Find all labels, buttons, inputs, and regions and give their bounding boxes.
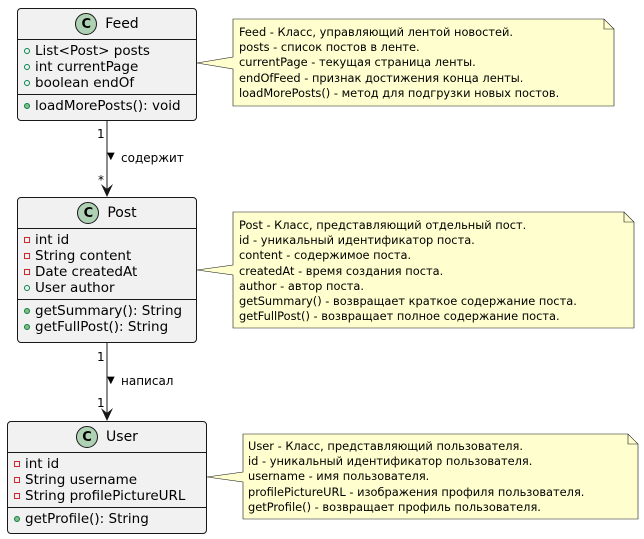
note-line: getSummary() - возвращает краткое содерж… [239, 294, 577, 309]
note-user-shape [206, 433, 639, 520]
field-text: List<Post> posts [35, 43, 150, 59]
field-text: int id [35, 232, 70, 248]
relation-direction-icon: ▼ [107, 151, 115, 162]
note-user-text: User - Класс, представляющий пользовател… [248, 439, 584, 515]
private-visibility-icon [14, 493, 20, 499]
class-user-fields: int id String username String profilePic… [8, 453, 206, 507]
class-user-name: User [106, 429, 138, 445]
class-user[interactable]: C User int id String username String pro… [7, 421, 207, 534]
field-row: int id [8, 456, 206, 472]
class-feed-fields: List<Post> posts int currentPage boolean… [18, 40, 196, 94]
note-line: loadMorePosts() - метод для подгрузки но… [239, 85, 560, 100]
method-row: getFullPost(): String [18, 319, 196, 335]
public-method-icon [24, 103, 30, 109]
field-text: int currentPage [35, 59, 139, 75]
note-line: posts - список постов в ленте. [239, 40, 420, 55]
class-post-methods: getSummary(): String getFullPost(): Stri… [18, 299, 196, 338]
multiplicity-user-end: 1 [97, 396, 105, 410]
public-method-icon [24, 308, 30, 314]
field-text: int id [25, 456, 60, 472]
relation-label-wrote: написал [121, 374, 174, 388]
field-row: String content [18, 248, 196, 264]
method-row: getProfile(): String [8, 511, 206, 527]
note-line: author - автор поста. [239, 278, 364, 293]
field-row: List<Post> posts [18, 43, 196, 59]
class-post-header: C Post [18, 198, 196, 229]
note-line: createdAt - время создания поста. [239, 263, 444, 278]
field-text: boolean endOf [35, 75, 135, 91]
note-post-shape [196, 211, 635, 329]
class-post-fields: int id String content Date createdAt Use… [18, 229, 196, 299]
note-line: id - уникальный идентификатор пользовате… [248, 454, 533, 469]
class-post-name: Post [107, 205, 137, 221]
note-line: content - содержимое поста. [239, 248, 412, 263]
method-row: loadMorePosts(): void [18, 98, 196, 114]
public-visibility-icon [24, 80, 30, 86]
note-line: getFullPost() - возвращает полное содерж… [239, 309, 560, 324]
association-post-user-arrowhead [101, 408, 113, 421]
relation-direction-icon: ▼ [107, 375, 115, 386]
class-stereotype-icon: C [76, 426, 99, 448]
note-line: id - уникальный идентификатор поста. [239, 233, 475, 248]
class-stereotype-icon: C [77, 202, 100, 224]
note-feed-text: Feed - Класс, управляющий лентой новосте… [239, 25, 559, 101]
field-text: String content [35, 248, 132, 264]
field-text: String profilePictureURL [25, 488, 186, 504]
field-text: String username [25, 472, 138, 488]
field-row: int currentPage [18, 59, 196, 75]
private-visibility-icon [24, 269, 30, 275]
class-user-header: C User [8, 422, 206, 453]
class-feed[interactable]: C Feed List<Post> posts int currentPage … [17, 8, 197, 121]
private-visibility-icon [24, 237, 30, 243]
field-row: int id [18, 232, 196, 248]
note-feed-shape [196, 18, 615, 107]
public-visibility-icon [24, 285, 30, 291]
field-row: Date createdAt [18, 264, 196, 280]
note-line: username - имя пользователя. [248, 469, 430, 484]
note-line: endOfFeed - признак достижения конца лен… [239, 70, 524, 85]
note-line: getProfile() - возвращает профиль пользо… [248, 499, 541, 514]
association-feed-post-arrowhead [101, 184, 113, 197]
class-stereotype-icon: C [75, 13, 98, 35]
field-text: User author [35, 280, 115, 296]
note-line: User - Класс, представляющий пользовател… [248, 439, 523, 453]
method-text: getProfile(): String [25, 511, 149, 527]
private-visibility-icon [24, 253, 30, 259]
field-row: User author [18, 280, 196, 296]
multiplicity-feed-end: 1 [97, 127, 105, 141]
method-row: getSummary(): String [18, 303, 196, 319]
method-text: loadMorePosts(): void [35, 98, 181, 114]
field-row: String username [8, 472, 206, 488]
class-feed-methods: loadMorePosts(): void [18, 94, 196, 117]
note-line: Post - Класс, представляющий отдельный п… [239, 218, 527, 232]
relation-label-contains: содержит [121, 151, 184, 165]
note-post-text: Post - Класс, представляющий отдельный п… [239, 218, 577, 324]
note-line: Feed - Класс, управляющий лентой новосте… [239, 25, 514, 39]
note-line: profilePictureURL - изображения профиля … [248, 484, 585, 499]
class-feed-name: Feed [105, 16, 139, 32]
public-method-icon [14, 516, 20, 522]
method-text: getFullPost(): String [35, 319, 169, 335]
multiplicity-post-end-bottom: 1 [97, 350, 105, 364]
method-text: getSummary(): String [35, 303, 183, 319]
private-visibility-icon [14, 477, 20, 483]
multiplicity-post-end-top: * [98, 173, 104, 187]
private-visibility-icon [14, 461, 20, 467]
note-line: currentPage - текущая страница ленты. [239, 55, 476, 70]
public-visibility-icon [24, 48, 30, 54]
class-feed-header: C Feed [18, 9, 196, 40]
field-row: boolean endOf [18, 75, 196, 91]
class-user-methods: getProfile(): String [8, 507, 206, 530]
field-row: String profilePictureURL [8, 488, 206, 504]
field-text: Date createdAt [35, 264, 138, 280]
public-visibility-icon [24, 64, 30, 70]
class-post[interactable]: C Post int id String content Date create… [17, 197, 197, 343]
public-method-icon [24, 324, 30, 330]
